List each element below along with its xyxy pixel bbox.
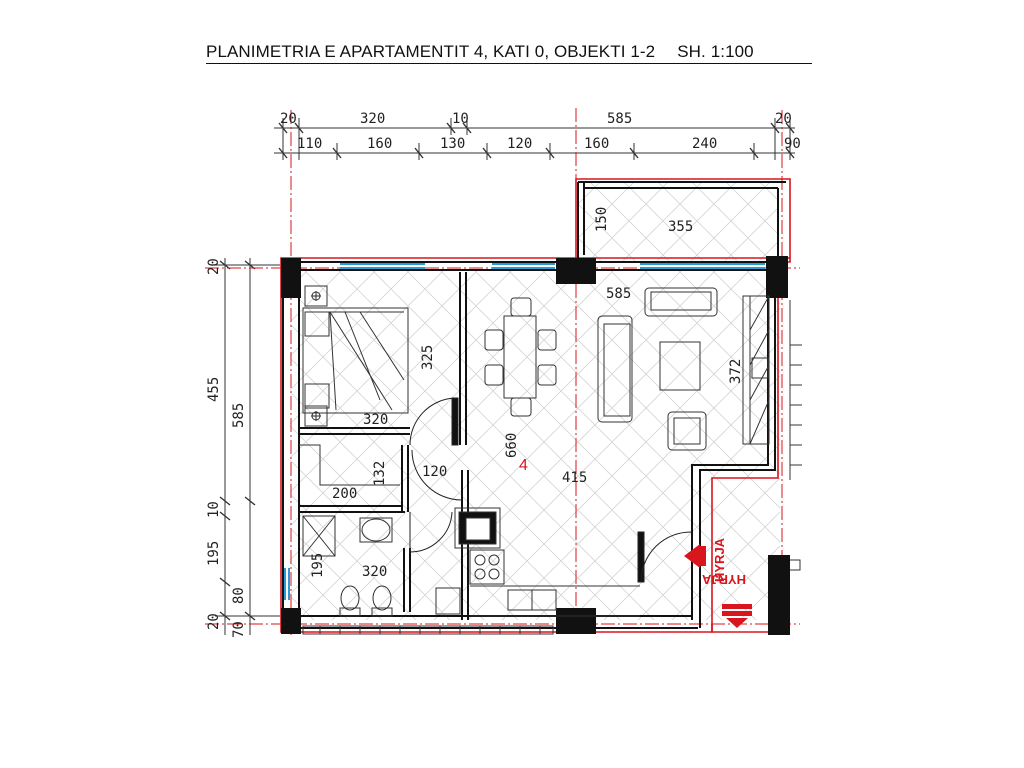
- dim-bath-320: 320: [362, 564, 387, 580]
- plan-scale: SH. 1:100: [677, 42, 754, 61]
- windows: [284, 263, 765, 600]
- dim-corridor-415: 415: [562, 470, 587, 486]
- structural-columns: [281, 256, 790, 635]
- floor-hatching: [290, 182, 780, 620]
- dim-row2-120: 120: [507, 136, 532, 152]
- room-dimension-labels: 150 355 585 372 325 320 660 120 415 132 …: [310, 207, 744, 580]
- title-underline: [206, 63, 812, 64]
- dim-top-10: 10: [452, 111, 469, 127]
- dim-row2-90: 90: [784, 136, 801, 152]
- apartment-number: 4: [519, 457, 528, 474]
- entrance-label-vertical: HYRJA: [712, 537, 727, 582]
- dim-left-10: 10: [206, 501, 222, 518]
- apartment-boundary: [280, 178, 791, 633]
- dim-left-70: 70: [231, 621, 247, 638]
- dim-bath-195: 195: [310, 553, 326, 578]
- dim-top-320: 320: [360, 111, 385, 127]
- dining-set: [484, 297, 557, 417]
- dim-left-20-top: 20: [206, 258, 222, 275]
- dim-left-80: 80: [231, 587, 247, 604]
- plan-title-text: PLANIMETRIA E APARTAMENTIT 4, KATI 0, OB…: [206, 42, 656, 61]
- entrance-arrow-icon: [684, 544, 706, 568]
- dim-row2-110: 110: [297, 136, 322, 152]
- dim-left-455: 455: [206, 377, 222, 402]
- dim-top-585: 585: [607, 111, 632, 127]
- left-dimension-lines: [215, 258, 280, 635]
- kitchen: [435, 507, 640, 617]
- dim-top-20-right: 20: [775, 111, 792, 127]
- dim-top-20-left: 20: [280, 111, 297, 127]
- top-dimension-labels: 20 320 10 585 20 110 160 130 120 160 240…: [280, 111, 801, 152]
- dim-bedroom-325: 325: [420, 345, 436, 370]
- plan-title: PLANIMETRIA E APARTAMENTIT 4, KATI 0, OB…: [206, 42, 812, 62]
- dim-balcony-150: 150: [594, 207, 610, 232]
- dim-left-585: 585: [231, 403, 247, 428]
- dim-left-195: 195: [206, 541, 222, 566]
- dim-balcony-355: 355: [668, 219, 693, 235]
- bedroom-furniture: [299, 285, 409, 486]
- dim-hall-660: 660: [504, 433, 520, 458]
- dim-bedroom-320: 320: [363, 412, 388, 428]
- doors: [409, 397, 693, 583]
- dim-living-372: 372: [728, 359, 744, 384]
- dim-living-585: 585: [606, 286, 631, 302]
- dim-row2-130: 130: [440, 136, 465, 152]
- entrance-arrow-down-icon: [722, 604, 752, 628]
- top-dimension-lines: [274, 118, 795, 160]
- dim-row2-240: 240: [692, 136, 717, 152]
- living-furniture: [597, 287, 770, 451]
- dim-left-20-bottom: 20: [206, 613, 222, 630]
- dim-closet-200: 200: [332, 486, 357, 502]
- dim-row2-160a: 160: [367, 136, 392, 152]
- dim-hall-120: 120: [422, 464, 447, 480]
- dim-closet-132: 132: [372, 461, 388, 486]
- exterior-railing: [789, 300, 802, 571]
- bathroom: [302, 515, 393, 617]
- dim-row2-160b: 160: [584, 136, 609, 152]
- bottom-wall-strip: [302, 625, 554, 635]
- entrance-label-inverted: HYRJA: [701, 572, 746, 587]
- left-dimension-labels: 20 455 585 10 195 80 20 70: [206, 258, 247, 638]
